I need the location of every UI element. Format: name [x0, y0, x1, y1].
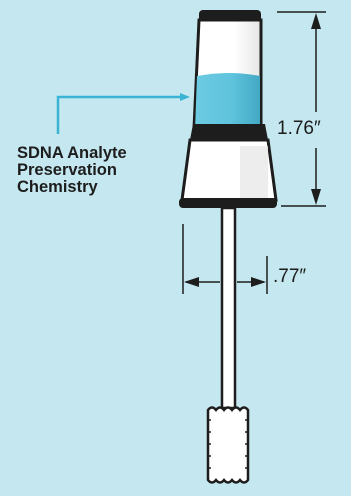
- callout-line-1: SDNA Analyte: [17, 144, 127, 162]
- callout-line-2: Preservation: [17, 161, 117, 179]
- callout-leader-line: [56, 95, 184, 134]
- width-arrow-right: [251, 277, 266, 287]
- preservation-liquid: [195, 73, 260, 130]
- callout-line-3: Chemistry: [17, 178, 98, 196]
- swab-tip: [206, 406, 250, 484]
- swab-shaft: [220, 206, 237, 410]
- callout-arrowhead: [180, 93, 190, 101]
- height-dimension-label: 1.76″: [277, 118, 321, 139]
- tube-lower-shade: [240, 146, 268, 198]
- tube-base: [179, 198, 277, 208]
- height-dimension: [277, 11, 326, 207]
- height-arrow-top: [311, 13, 321, 29]
- callout-label: SDNA Analyte Preservation Chemistry: [17, 145, 177, 196]
- height-arrow-bottom: [311, 189, 321, 205]
- tube-ring-band: [190, 124, 268, 140]
- swab-tip-ridges: [207, 419, 249, 469]
- width-arrow-left: [184, 277, 199, 287]
- width-dimension-label: .77″: [273, 266, 307, 287]
